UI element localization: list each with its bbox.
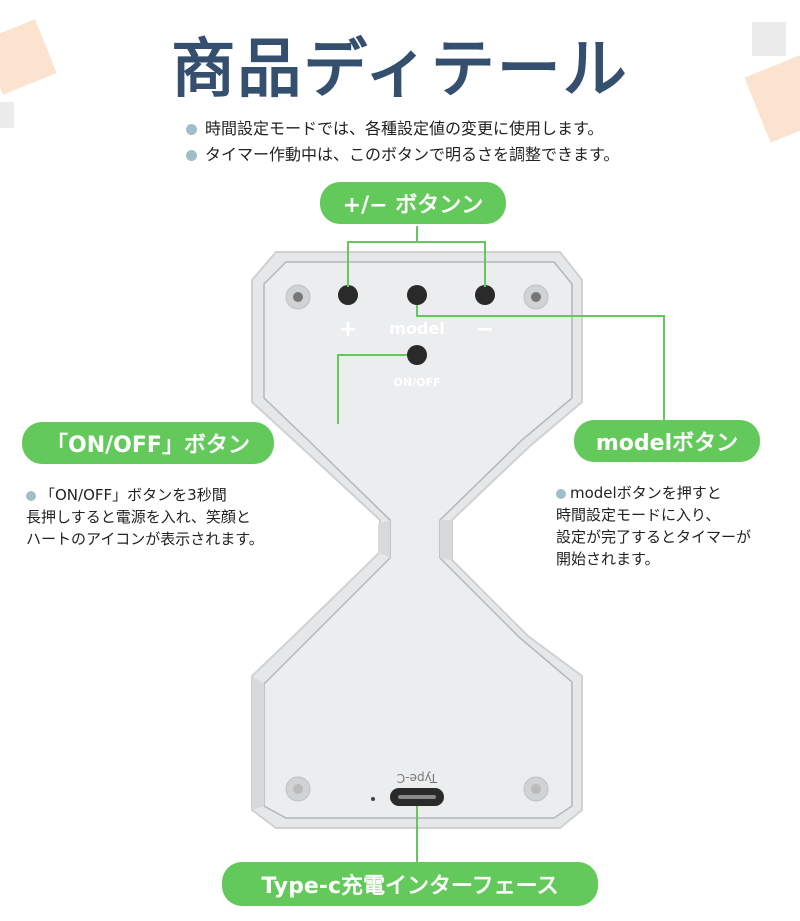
on-off-connector [337,354,407,424]
intro-item: タイマー作動中は、このボタンで明るさを調整できます。 [186,142,619,168]
on-off-button [407,345,427,365]
indicator-led [371,797,375,801]
model-button [407,285,427,305]
device-panel [263,261,573,819]
model-button-label: modelボタン [574,420,760,462]
plus-minus-connector [347,226,418,287]
type-c-port-inner [398,795,436,799]
on-off-description: 「ON/OFF」ボタンを3秒間 長押しすると電源を入れ、笑顔と ハートのアイコン… [26,486,264,548]
intro-list: 時間設定モードでは、各種設定値の変更に使用します。 タイマー作動中は、このボタン… [186,116,619,168]
screw-hole [293,292,303,302]
bullet-icon [26,490,36,501]
on-off-label: ON/OFF [394,376,441,389]
plus-label: + [339,317,357,342]
plus-button [338,285,358,305]
plus-minus-button-label: +/− ボタンン [320,182,506,224]
screw-hole [531,784,541,794]
on-off-button-label: 「ON/OFF」ボタン [22,422,274,464]
decor-square-top-right [752,22,786,56]
bullet-icon [556,488,566,499]
device-side-shade [440,520,452,560]
model-description: modelボタンを押すと 時間設定モードに入り、 設定が完了するとタイマーが 開… [556,484,752,568]
minus-label: − [476,317,494,342]
device-side-shade [252,676,264,810]
model-label: model [389,319,444,338]
screw-hole [293,784,303,794]
bullet-icon [186,123,197,135]
type-c-port-label: Type-c充電インターフェース [222,862,598,906]
type-c-label: Type-C [397,771,438,785]
intro-item: 時間設定モードでは、各種設定値の変更に使用します。 [186,116,619,142]
minus-button [475,285,495,305]
page-title: 商品ディテール [171,33,629,107]
decor-square-left [0,102,14,128]
screw-hole [531,292,541,302]
device-side-shade [378,520,390,558]
plus-minus-connector [417,241,486,287]
model-connector [416,305,665,420]
bullet-icon [186,149,197,161]
